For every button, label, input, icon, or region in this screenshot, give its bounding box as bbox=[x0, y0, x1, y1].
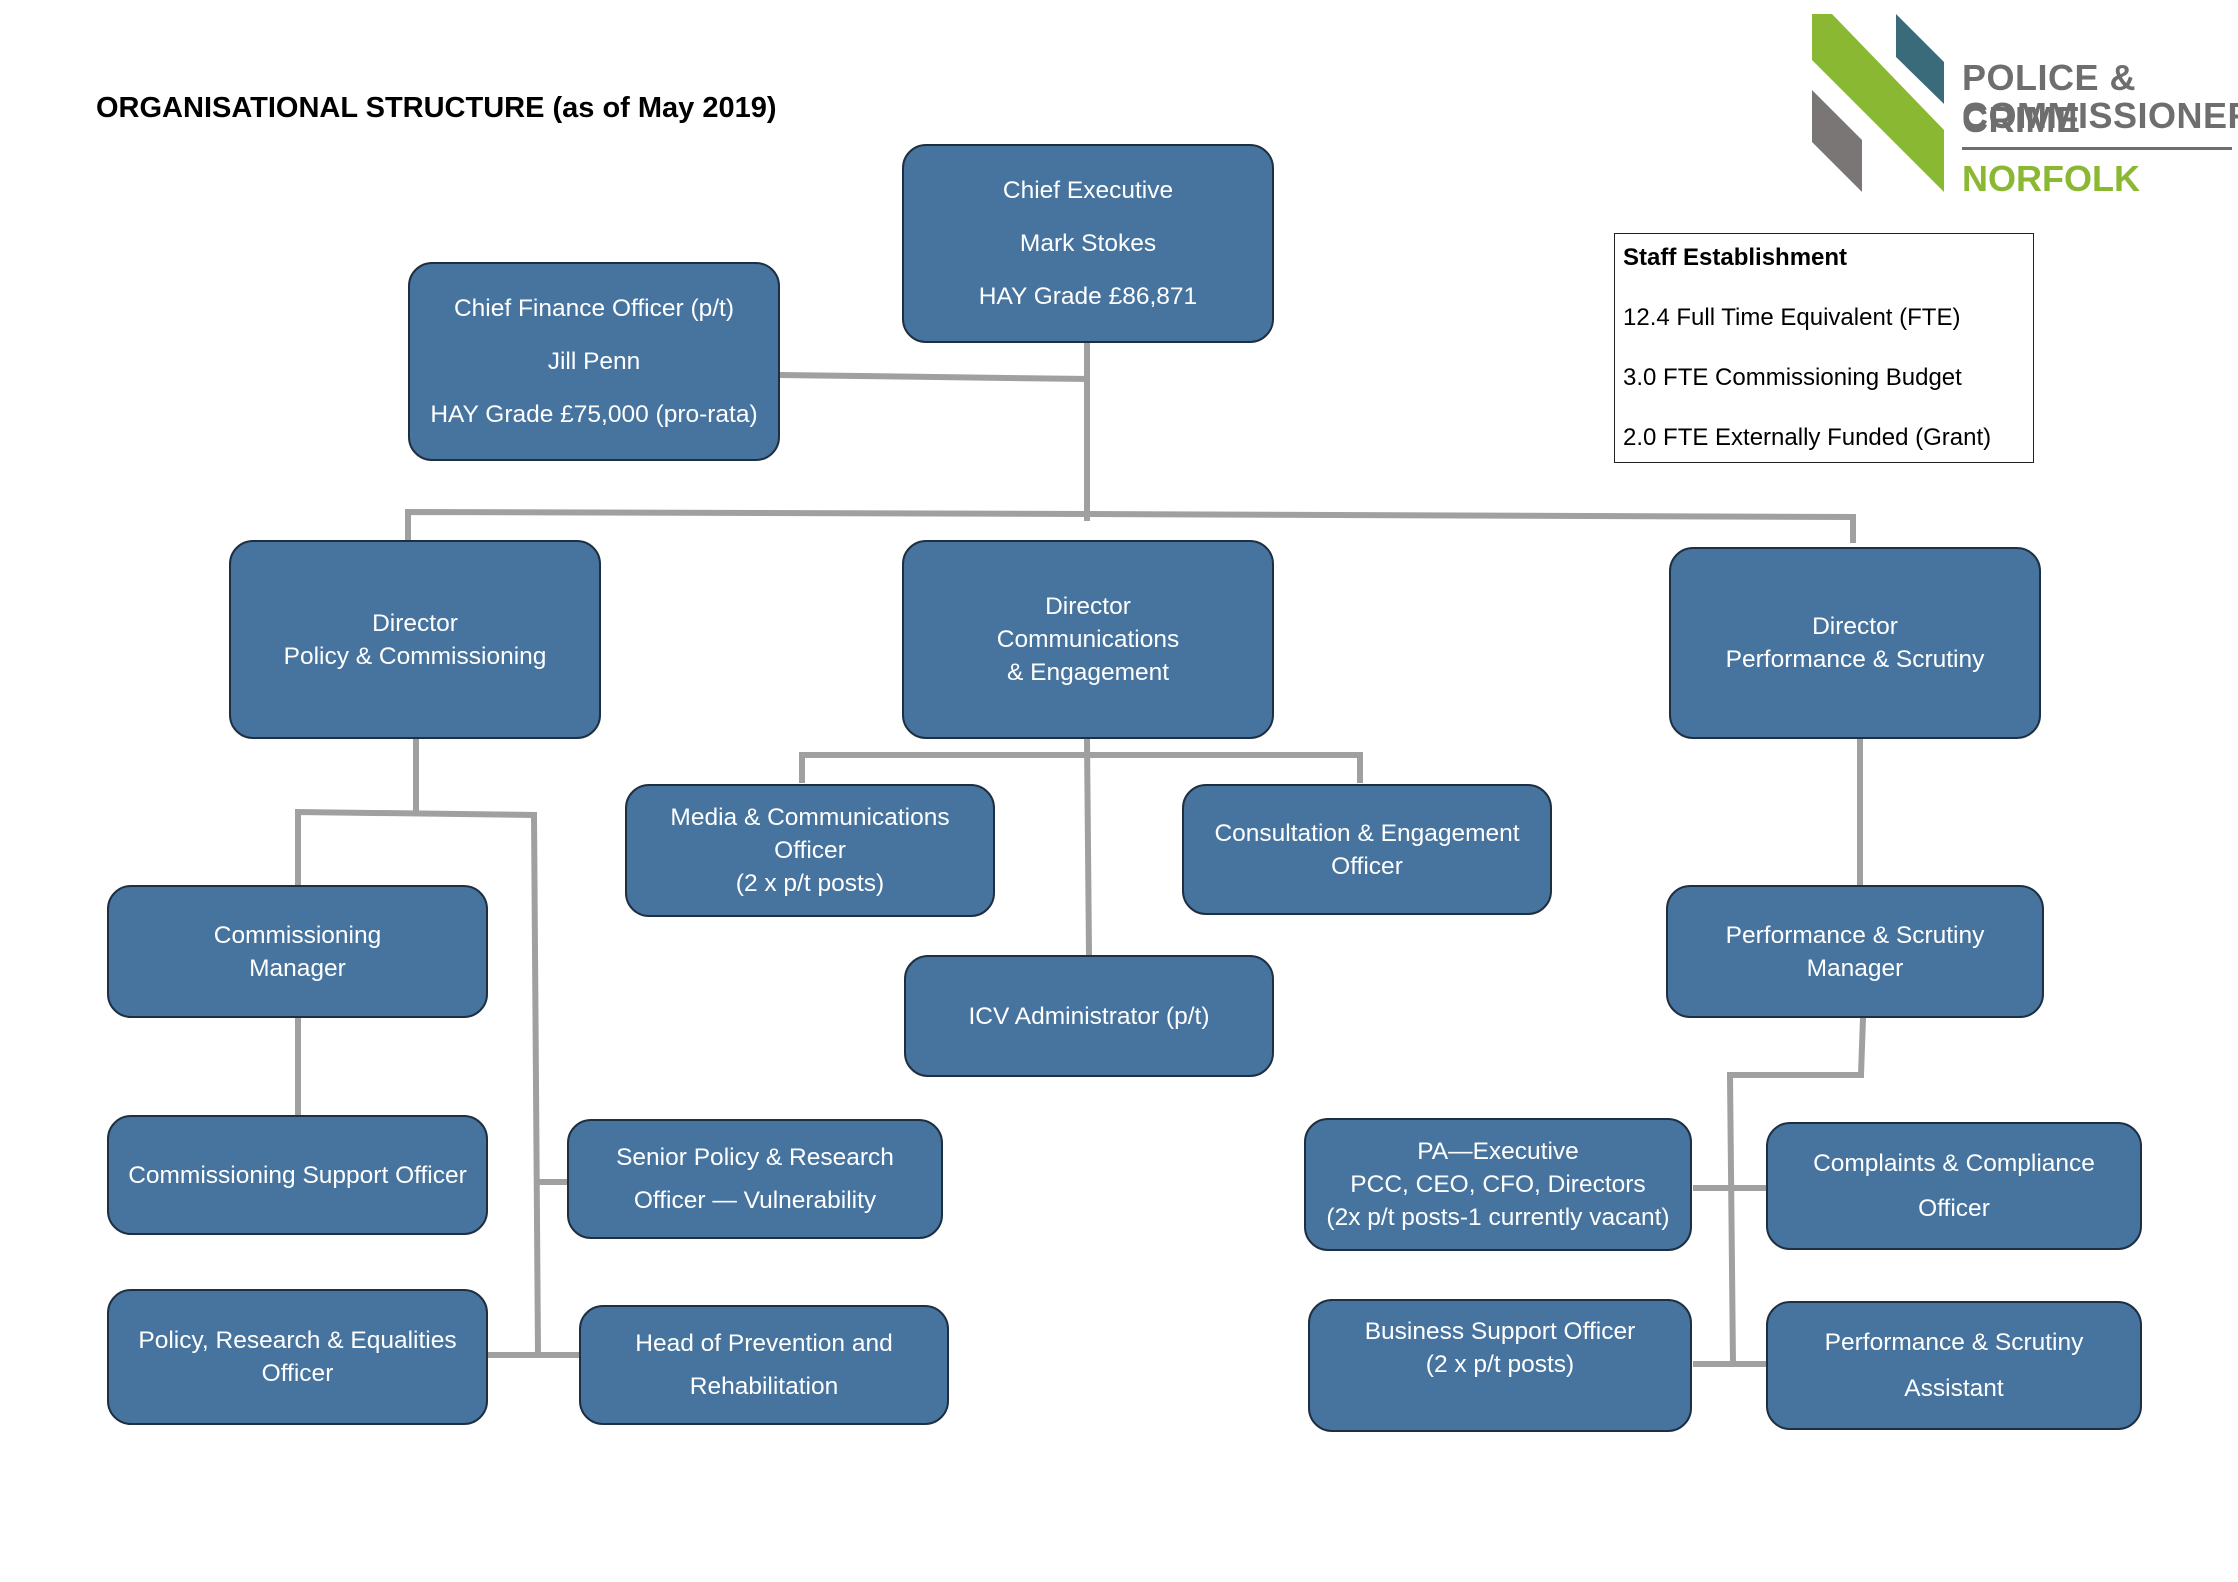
node-line: Commissioning bbox=[213, 921, 382, 949]
node-role: Chief Finance Officer (p/t) bbox=[453, 295, 735, 322]
node-line: Officer bbox=[774, 837, 846, 864]
connector-line bbox=[799, 752, 1363, 783]
connector-line bbox=[295, 808, 542, 1359]
policy-research-equalities-officer-box: Policy, Research & Equalities Officer bbox=[107, 1289, 488, 1425]
node-grade: HAY Grade £75,000 (pro-rata) bbox=[430, 401, 758, 428]
logo-line-3: NORFOLK bbox=[1962, 158, 2140, 199]
staff-establishment-line: 12.4 Full Time Equivalent (FTE) bbox=[1623, 304, 1961, 331]
node-line: Performance & Scrutiny bbox=[1725, 921, 1985, 949]
logo-mark-icon bbox=[1812, 14, 1944, 192]
logo-line-1: POLICE & CRIME bbox=[1962, 57, 2137, 140]
node-line: Manager bbox=[249, 954, 346, 982]
staff-establishment-box: Staff Establishment 12.4 Full Time Equiv… bbox=[1614, 233, 2034, 463]
node-line: Media & Communications bbox=[670, 804, 950, 831]
node-line: Head of Prevention and bbox=[635, 1330, 893, 1357]
node-line: Policy & Commissioning bbox=[283, 642, 547, 670]
node-line: (2x p/t posts-1 currently vacant) bbox=[1326, 1204, 1670, 1231]
node-line: Commissioning Support Officer bbox=[128, 1161, 467, 1189]
node-line: (2 x p/t posts) bbox=[1425, 1351, 1575, 1378]
staff-establishment-heading: Staff Establishment bbox=[1623, 244, 1848, 271]
node-line: Consultation & Engagement bbox=[1214, 819, 1520, 847]
node-line: PA—Executive bbox=[1417, 1138, 1579, 1165]
director-performance-box: Director Performance & Scrutiny bbox=[1669, 547, 2041, 739]
node-line: Rehabilitation bbox=[689, 1373, 839, 1400]
node-line: Officer bbox=[1331, 852, 1403, 880]
node-line: Director bbox=[1045, 593, 1131, 620]
connector-line bbox=[776, 371, 1091, 383]
node-line: ICV Administrator (p/t) bbox=[968, 1002, 1210, 1030]
node-line: Director bbox=[1812, 613, 1898, 640]
node-grade: HAY Grade £86,871 bbox=[978, 283, 1198, 310]
node-line: Assistant bbox=[1904, 1375, 2004, 1402]
commissioning-support-officer-box: Commissioning Support Officer bbox=[107, 1115, 488, 1235]
business-support-officer-box: Business Support Officer (2 x p/t posts) bbox=[1308, 1299, 1692, 1432]
media-officer-box: Media & Communications Officer (2 x p/t … bbox=[625, 784, 995, 917]
consultation-officer-box: Consultation & Engagement Officer bbox=[1182, 784, 1552, 915]
node-line: PCC, CEO, CFO, Directors bbox=[1350, 1171, 1646, 1198]
logo-line-2: COMMISSIONER bbox=[1962, 95, 2238, 136]
node-person-name: Mark Stokes bbox=[1019, 230, 1157, 257]
pcc-norfolk-logo: POLICE & CRIME COMMISSIONER NORFOLK bbox=[1812, 12, 2238, 202]
connector-line bbox=[405, 508, 1856, 543]
performance-assistant-box: Performance & Scrutiny Assistant bbox=[1766, 1301, 2142, 1430]
node-line: Officer bbox=[1918, 1195, 1990, 1223]
node-person-name: Jill Penn bbox=[547, 348, 641, 375]
commissioning-manager-box: Commissioning Manager bbox=[107, 885, 488, 1018]
performance-manager-box: Performance & Scrutiny Manager bbox=[1666, 885, 2044, 1018]
pa-executive-box: PA—Executive PCC, CEO, CFO, Directors (2… bbox=[1304, 1118, 1692, 1251]
director-comms-box: Director Communications & Engagement bbox=[902, 540, 1274, 739]
node-line: Director bbox=[372, 609, 458, 637]
node-line: & Engagement bbox=[1006, 659, 1170, 686]
senior-policy-officer-box: Senior Policy & Research Officer — Vulne… bbox=[567, 1119, 943, 1239]
staff-establishment-line: 2.0 FTE Externally Funded (Grant) bbox=[1623, 424, 1992, 451]
chief-executive-box: Chief Executive Mark Stokes HAY Grade £8… bbox=[902, 144, 1274, 343]
node-line: Communications bbox=[996, 626, 1180, 653]
director-policy-box: Director Policy & Commissioning bbox=[229, 540, 601, 739]
node-line: Performance & Scrutiny bbox=[1725, 646, 1985, 673]
node-role: Chief Executive bbox=[1002, 177, 1174, 204]
node-line: Business Support Officer bbox=[1364, 1318, 1636, 1345]
complaints-compliance-officer-box: Complaints & Compliance Officer bbox=[1766, 1122, 2142, 1250]
node-line: (2 x p/t posts) bbox=[735, 870, 885, 897]
node-line: Performance & Scrutiny bbox=[1824, 1329, 2084, 1356]
node-line: Manager bbox=[1806, 954, 1904, 982]
icv-administrator-box: ICV Administrator (p/t) bbox=[904, 955, 1274, 1077]
node-line: Policy, Research & Equalities bbox=[138, 1327, 457, 1354]
connector-line bbox=[1726, 1014, 1867, 1368]
chief-finance-officer-box: Chief Finance Officer (p/t) Jill Penn HA… bbox=[408, 262, 780, 461]
page-title: ORGANISATIONAL STRUCTURE (as of May 2019… bbox=[96, 92, 777, 124]
head-of-prevention-box: Head of Prevention and Rehabilitation bbox=[579, 1305, 949, 1425]
node-line: Officer — Vulnerability bbox=[633, 1187, 877, 1214]
staff-establishment-line: 3.0 FTE Commissioning Budget bbox=[1623, 364, 1962, 391]
connector-line bbox=[1083, 736, 1093, 959]
node-line: Senior Policy & Research bbox=[616, 1144, 894, 1171]
node-line: Officer bbox=[261, 1360, 334, 1387]
node-line: Complaints & Compliance bbox=[1813, 1149, 2095, 1177]
logo-divider bbox=[1962, 147, 2232, 150]
